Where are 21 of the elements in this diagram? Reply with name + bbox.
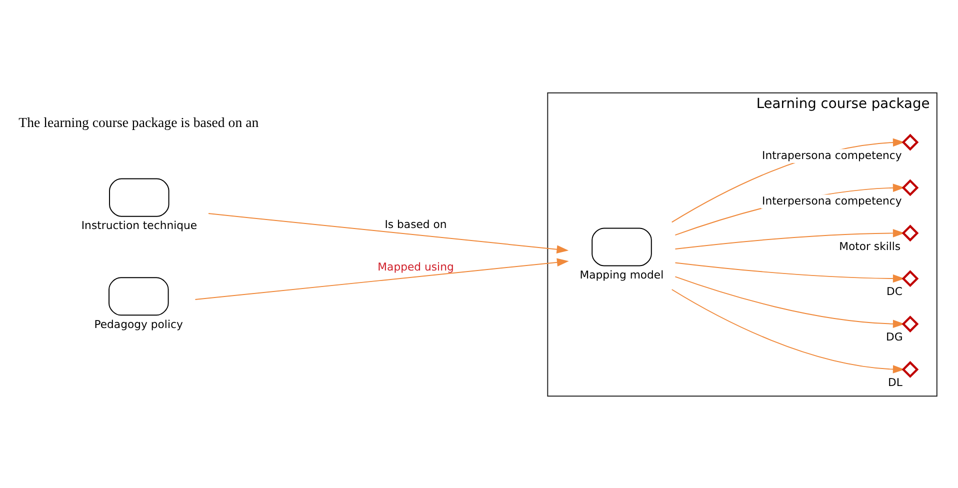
node-diamond (902, 270, 919, 287)
node-label: Instruction technique (81, 218, 198, 232)
node-box (592, 227, 652, 266)
node-label: Motor skills (839, 239, 901, 252)
node-box (109, 178, 170, 216)
node-diamond (902, 360, 919, 378)
node-diamond (902, 315, 919, 332)
arrow (674, 262, 905, 282)
arrow (208, 212, 569, 253)
node-label: DC (886, 284, 902, 298)
arrow (674, 228, 905, 249)
node-label: DG (886, 330, 903, 344)
node-label: DL (888, 376, 902, 389)
node-label: Mapping model (580, 268, 664, 281)
edge-label: Mapped using (378, 260, 454, 273)
edge-label: Is based on (384, 218, 447, 230)
node-label: Pedagogy policy (94, 317, 183, 330)
node-box (108, 276, 169, 316)
arrow (194, 258, 569, 300)
node-diamond (902, 224, 919, 242)
label: The learning course package is based on an (18, 114, 259, 130)
